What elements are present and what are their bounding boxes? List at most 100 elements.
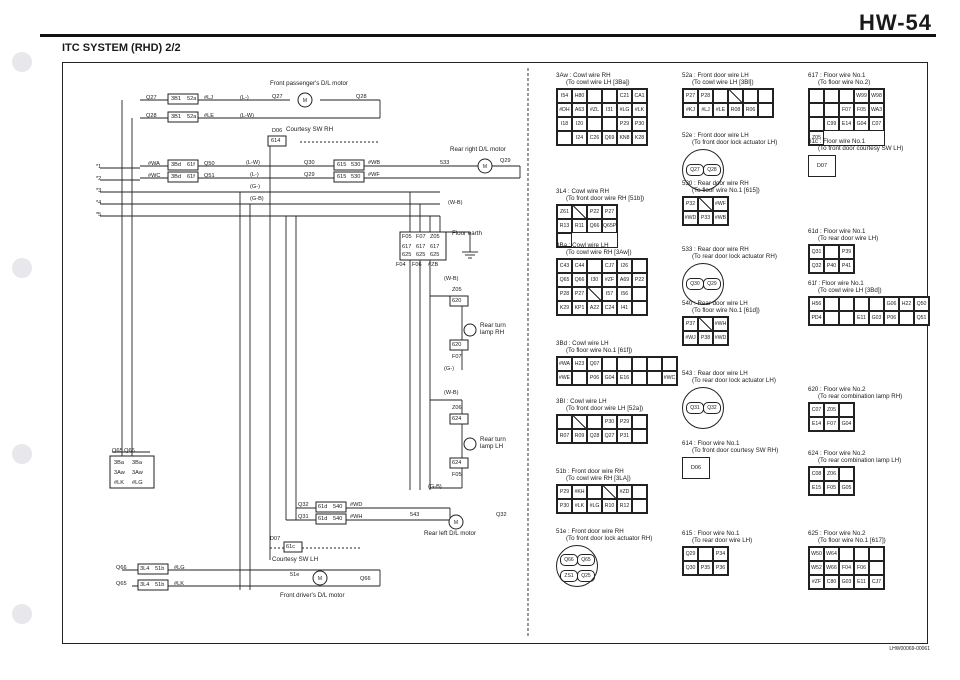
connector-pin: C24 [602,301,617,315]
connector-pin: #LE [713,103,728,117]
diagram-frame [62,62,928,644]
connector-pin [839,547,854,561]
connector-pin: #WD [683,211,698,225]
connector-pin: R07 [557,429,572,443]
connector-pin: P06 [587,371,602,385]
connector-pin [824,311,839,325]
connector-pin [647,371,662,385]
connector-pin: R10 [602,499,617,513]
connector-entry: 617 : Floor wire No.1(To floor wire No.2… [808,72,885,146]
connector-pin: #KH [572,485,587,499]
connector-subtitle: (To front door wire RH [51b]) [566,195,645,202]
connector-subtitle: (To front door courtesy SW RH) [692,447,779,454]
connector-pin [839,311,854,325]
connector-pin: #WF [713,197,728,211]
connector-pin: F04 [839,561,854,575]
connector-pin [632,415,647,429]
connector-pin: P29 [617,117,632,131]
connector-title: 624 : Floor wire No.2 [808,450,866,457]
connector-pin [557,233,572,247]
connector-pin: Q29 [703,278,721,290]
connector-pin: H56 [809,297,824,311]
wire-code: Q27 [272,94,283,100]
connector-pin: P27 [572,287,587,301]
connector-pin: #LG [617,103,632,117]
connector-title: 61c : Floor wire No.1 [808,138,866,145]
wire-color: (W-B) [444,390,459,396]
connector-subtitle: (To rear door lock actuator RH) [692,253,777,260]
connector-pin: P27 [683,89,698,103]
connector-pin: Q32 [809,259,824,273]
connector-pin: #ZF [809,575,824,589]
wire-code: 3Bd [171,174,181,180]
connector-pin [602,357,617,371]
bus-mark: *4 [96,200,102,206]
connector-pin: #WH [713,317,728,331]
bus-mark: *1 [96,164,102,170]
connector-pin [824,103,839,117]
connector-pin: P22 [587,205,602,219]
connector-pin: #WA [557,357,572,371]
connector-pin: E14 [839,117,854,131]
connector-pin [758,89,773,103]
connector-pin: W52 [809,561,824,575]
connector-pin: CJ7 [602,259,617,273]
wire-code: 61c [286,544,296,550]
connector-pin: C44 [572,259,587,273]
connector-pin: A69 [617,273,632,287]
connector-pin: P29 [617,415,632,429]
wire-code: 614 [271,138,281,144]
connector-pin: P41 [839,259,854,273]
wire-code: 51b [155,566,165,572]
connector-pin [839,89,854,103]
wire-code: #WB [368,160,381,166]
connector-pin: I30 [587,273,602,287]
wire-code: #LJ [204,95,214,101]
connector-pin: P30 [632,117,647,131]
wire-code: Q28 [356,94,367,100]
binder-hole [12,258,32,278]
rear-turn-lh-label: Rear turn lamp LH [480,436,506,450]
connector-pin: P28 [557,287,572,301]
connector-pin: G04 [602,371,617,385]
connector-pin: WA3 [869,103,884,117]
connector-pin [854,297,869,311]
connector-entry: 51e : Front door wire RH(To front door l… [556,528,652,587]
wire-code: Q32 [496,512,507,518]
connector-subtitle: (To front door lock actuator LH) [692,139,778,146]
connector-pin: R12 [617,499,632,513]
wire-color: (L-) [250,172,259,178]
wire-code: Q51 [204,173,215,179]
connector-pin: Q69 [602,131,617,145]
connector-pin: R08 [728,103,743,117]
wire-code: 52a [187,96,197,102]
connector-pin: P06 [884,311,899,325]
connector-pin: Z61 [557,205,572,219]
connector-pin [572,371,587,385]
binder-hole [12,604,32,624]
connector-pin: R09 [572,429,587,443]
connector-subtitle: (To rear combination lamp RH) [818,393,903,400]
connector-entry: 61d : Floor wire No.1(To rear door wire … [808,228,878,274]
connector-pin: K28 [632,131,647,145]
bus-mark: *3 [96,188,102,194]
connector-pin: Q66 [560,554,578,566]
connector-subtitle: (To cowl wire LH [3Ba]) [566,79,630,86]
connector-pin: E16 [617,371,632,385]
connector-entry: 3Bl : Cowl wire LH(To front door wire LH… [556,398,648,444]
connector-pin: H23 [572,357,587,371]
connector-pin: Q50 [914,297,929,311]
wire-color: (L-W) [240,113,254,119]
connector-pin: #WJ [683,331,698,345]
connector-pin [572,415,587,429]
connector-pin: I18 [557,117,572,131]
wire-code: Q29 [500,158,511,164]
connector-pin: K29 [557,301,572,315]
connector-pin [809,103,824,117]
